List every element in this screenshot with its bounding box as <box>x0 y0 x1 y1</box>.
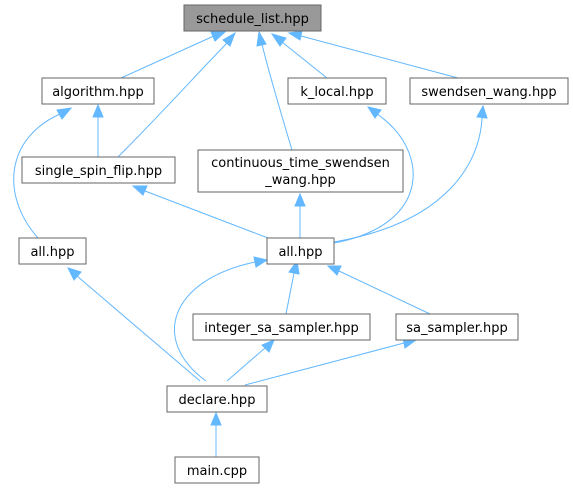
edge-all-center-to-k-local <box>333 113 414 244</box>
node-label: main.cpp <box>187 464 247 479</box>
arrowhead-icon <box>476 104 488 119</box>
edge-all-center-to-swendsen-wang <box>333 117 483 243</box>
arrowhead-icon <box>326 265 342 276</box>
arrowhead-icon <box>210 411 222 426</box>
node-label: algorithm.hpp <box>52 85 144 100</box>
arrowhead-icon <box>366 106 382 119</box>
node-label: k_local.hpp <box>300 85 373 100</box>
edge-swendsen-wang-to-schedule-list <box>300 35 459 79</box>
edge-declare-to-all-left <box>76 275 201 382</box>
node-swendsen-wang[interactable]: swendsen_wang.hpp <box>409 77 569 105</box>
node-sa-sampler[interactable]: sa_sampler.hpp <box>395 313 519 341</box>
edge-declare-to-sa-sampler <box>244 342 405 386</box>
node-all-center[interactable]: all.hpp <box>266 237 335 265</box>
node-label: all.hpp <box>30 245 74 260</box>
node-continuous-time-swendsen-wang[interactable]: continuous_time_swendsen _wang.hpp <box>197 149 404 193</box>
node-label-line1: continuous_time_swendsen <box>211 156 390 171</box>
arrowhead-icon <box>253 256 269 268</box>
node-single-spin-flip[interactable]: single_spin_flip.hpp <box>21 156 176 184</box>
node-all-left[interactable]: all.hpp <box>18 237 87 265</box>
arrowhead-icon <box>222 31 236 47</box>
edge-all-left-to-algorithm <box>13 113 61 239</box>
edge-k-local-to-schedule-list <box>281 41 328 79</box>
edge-integer-sa-sampler-to-all-center <box>285 272 295 315</box>
node-declare[interactable]: declare.hpp <box>166 385 268 413</box>
node-schedule-list[interactable]: schedule_list.hpp <box>183 4 322 32</box>
arrowhead-icon <box>261 339 275 353</box>
node-label-line2: _wang.hpp <box>264 173 335 188</box>
edge-declare-to-integer-sa-sampler <box>226 347 266 382</box>
node-label: all.hpp <box>278 245 322 260</box>
node-label: sa_sampler.hpp <box>406 321 508 336</box>
node-algorithm[interactable]: algorithm.hpp <box>41 77 155 105</box>
node-label: integer_sa_sampler.hpp <box>204 321 359 336</box>
arrowhead-icon <box>67 267 82 281</box>
edge-single-spin-flip-to-schedule-list <box>117 42 228 158</box>
arrowhead-icon <box>294 192 306 207</box>
arrowhead-icon <box>256 30 267 47</box>
node-label: single_spin_flip.hpp <box>35 164 162 179</box>
arrowhead-icon <box>92 103 104 118</box>
node-label: declare.hpp <box>179 393 256 408</box>
edge-declare-to-all-center <box>174 261 256 382</box>
node-main[interactable]: main.cpp <box>174 456 260 484</box>
edge-algorithm-to-schedule-list <box>120 34 217 79</box>
edge-continuous-time-to-schedule-list <box>261 43 293 151</box>
arrowhead-icon <box>131 185 148 196</box>
edge-all-center-to-single-spin-flip <box>144 190 269 239</box>
arrowhead-icon <box>270 33 287 47</box>
node-integer-sa-sampler[interactable]: integer_sa_sampler.hpp <box>192 313 371 341</box>
edge-sa-sampler-to-all-center <box>338 270 431 315</box>
node-label: swendsen_wang.hpp <box>421 85 556 100</box>
arrowhead-icon <box>56 107 73 120</box>
node-label: schedule_list.hpp <box>196 12 309 27</box>
arrowhead-icon <box>287 30 303 41</box>
node-k-local[interactable]: k_local.hpp <box>287 77 387 105</box>
